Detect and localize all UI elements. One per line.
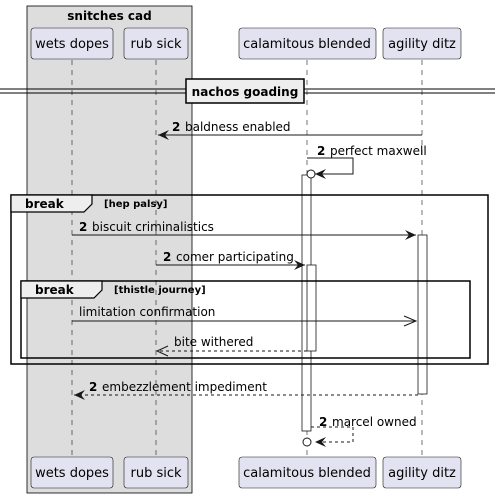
group-title: snitches cad (67, 9, 151, 23)
participant-wets-dopes-bottom[interactable]: wets dopes (30, 456, 114, 489)
message-bite-withered: bite withered (155, 335, 307, 357)
fragment-keyword: break (35, 283, 75, 297)
participant-calamitous-blended-bottom[interactable]: calamitous blended (238, 456, 377, 489)
participant-label: calamitous blended (243, 466, 371, 481)
message-number: 2 (317, 144, 325, 158)
participant-agility-ditz-bottom[interactable]: agility ditz (382, 456, 462, 489)
participant-label: agility ditz (388, 466, 456, 481)
fragment-keyword: break (25, 197, 65, 211)
message-label: bite withered (174, 335, 253, 349)
message-limitation-confirmation: limitation confirmation (72, 305, 418, 327)
participant-rub-sick-top[interactable]: rub sick (123, 27, 189, 60)
activation-agility-ditz (417, 234, 428, 395)
message-label: comer participating (176, 250, 294, 264)
participant-agility-ditz-top[interactable]: agility ditz (382, 27, 462, 60)
message-comer-participating: 2 comer participating (156, 250, 305, 270)
message-label: biscuit criminalistics (92, 220, 214, 234)
message-label: baldness enabled (185, 120, 291, 134)
participant-wets-dopes-top[interactable]: wets dopes (30, 27, 114, 60)
participant-label: wets dopes (35, 466, 109, 481)
message-marcel-owned: 2 marcel owned (302, 415, 417, 447)
participant-label: agility ditz (388, 37, 456, 52)
fragment-break-inner: break [thistle journey] (20, 280, 471, 359)
participant-label: rub sick (130, 37, 182, 52)
participant-rub-sick-bottom[interactable]: rub sick (123, 456, 189, 489)
participant-label: wets dopes (35, 37, 109, 52)
message-label: embezzlement impediment (102, 380, 267, 394)
fragment-condition: [hep palsy] (104, 199, 168, 210)
divider: nachos goading (0, 78, 495, 104)
fragment-break-outer: break [hep palsy] (10, 194, 489, 365)
participant-label: rub sick (130, 466, 182, 481)
message-baldness-enabled: 2 baldness enabled (158, 120, 422, 140)
message-number: 2 (89, 380, 97, 394)
fragment-condition: [thistle journey] (114, 285, 206, 296)
participant-calamitous-blended-top[interactable]: calamitous blended (238, 27, 377, 60)
participant-label: calamitous blended (243, 37, 371, 52)
divider-label: nachos goading (192, 85, 299, 99)
message-label: limitation confirmation (79, 305, 215, 319)
message-number: 2 (163, 250, 171, 264)
message-number: 2 (172, 120, 180, 134)
message-number: 2 (79, 220, 87, 234)
activation-calamitous-inner (306, 264, 317, 352)
message-label: marcel owned (332, 415, 417, 429)
group-box (26, 5, 193, 494)
message-label: perfect maxwell (330, 144, 427, 158)
message-perfect-maxwell: 2 perfect maxwell (306, 144, 427, 179)
message-number: 2 (319, 415, 327, 429)
message-biscuit-criminalistics: 2 biscuit criminalistics (72, 220, 416, 240)
message-embezzlement-impediment: 2 embezzlement impediment (74, 380, 418, 400)
